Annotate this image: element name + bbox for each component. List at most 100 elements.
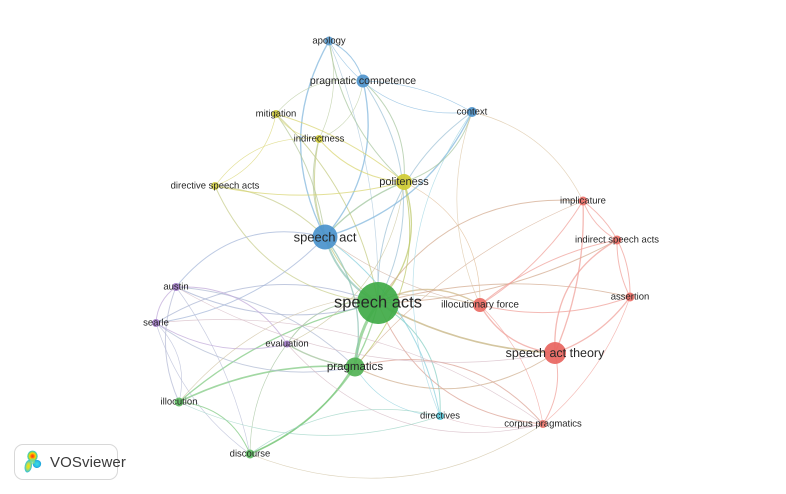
network-link	[439, 415, 544, 428]
network-link	[155, 236, 326, 324]
network-link	[155, 322, 288, 350]
network-link	[362, 80, 405, 183]
network-link	[178, 401, 441, 436]
network-link	[616, 239, 631, 298]
node-circle-illocution[interactable]	[174, 397, 184, 407]
node-label-speech-act-theory: speech act theory	[505, 346, 605, 360]
network-link	[275, 113, 326, 238]
node-circle-discourse[interactable]	[245, 449, 255, 459]
network-link	[354, 359, 544, 425]
network-link	[175, 286, 556, 363]
node-label-indirectness: indirectness	[293, 133, 345, 145]
node-label-politeness: politeness	[379, 176, 429, 188]
network-link	[328, 40, 405, 183]
network-link	[249, 366, 356, 455]
network-link	[324, 236, 441, 417]
network-link	[286, 181, 405, 345]
node-label-pragmatics: pragmatics	[326, 361, 384, 373]
network-link	[377, 302, 556, 354]
node-label-searle: searle	[143, 317, 169, 329]
network-link	[403, 181, 481, 306]
network-link	[554, 239, 618, 354]
network-link	[471, 111, 584, 202]
network-link	[214, 181, 405, 196]
node-circle-austin[interactable]	[172, 283, 180, 291]
links-group	[155, 40, 631, 479]
network-link	[362, 80, 473, 113]
node-circle-context[interactable]	[467, 107, 477, 117]
node-label-indirect-speech-acts: indirect speech acts	[575, 234, 659, 246]
network-link	[249, 343, 288, 455]
network-link	[275, 113, 405, 183]
network-link	[178, 365, 356, 403]
node-circle-implicature[interactable]	[578, 196, 588, 206]
network-link	[554, 200, 584, 354]
node-circle-mitigation[interactable]	[272, 110, 280, 118]
node-label-implicature: implicature	[560, 195, 606, 207]
network-link	[479, 304, 544, 425]
network-link	[214, 185, 326, 238]
network-link	[275, 79, 364, 115]
network-link	[479, 200, 584, 306]
node-circle-pragmatic-competence[interactable]	[356, 74, 370, 88]
node-circle-indirectness[interactable]	[315, 135, 323, 143]
network-link	[456, 111, 481, 306]
node-label-illocutionary-force: illocutionary force	[441, 299, 519, 311]
network-link	[164, 286, 180, 403]
node-circle-indirect-speech-acts[interactable]	[612, 235, 622, 245]
node-circle-directive-speech-acts[interactable]	[211, 182, 219, 190]
node-label-assertion: assertion	[610, 291, 650, 303]
network-link	[324, 236, 360, 368]
network-link	[155, 322, 356, 373]
node-circle-illocutionary-force[interactable]	[473, 298, 487, 312]
network-link	[479, 239, 618, 306]
node-label-mitigation: mitigation	[255, 108, 297, 120]
node-label-speech-acts: speech acts	[333, 293, 423, 312]
node-circle-directives[interactable]	[436, 412, 444, 420]
network-link	[412, 111, 473, 417]
node-circle-apology[interactable]	[324, 36, 334, 46]
node-circle-pragmatics[interactable]	[345, 357, 365, 377]
network-link	[324, 111, 473, 238]
network-link	[175, 286, 288, 345]
network-link	[175, 286, 379, 316]
network-link	[155, 322, 182, 403]
vosviewer-logo-label: VOSviewer	[50, 453, 126, 471]
node-circle-speech-acts[interactable]	[357, 282, 399, 324]
network-link	[354, 200, 584, 368]
node-circle-assertion[interactable]	[625, 292, 635, 302]
network-link	[214, 113, 277, 187]
network-link	[324, 80, 369, 238]
network-link	[249, 409, 441, 455]
node-label-evaluation: evaluation	[265, 338, 309, 350]
node-label-illocution: illocution	[160, 396, 198, 408]
network-link	[155, 322, 251, 455]
network-link	[286, 343, 544, 433]
network-link	[328, 40, 473, 114]
network-link	[275, 113, 379, 304]
density-map-icon	[24, 450, 42, 473]
node-label-directive-speech-acts: directive speech acts	[170, 180, 260, 192]
network-link	[479, 296, 631, 314]
network-link	[542, 296, 631, 425]
network-link	[178, 294, 481, 403]
network-link	[155, 319, 544, 425]
node-label-context: context	[456, 106, 488, 118]
node-circle-evaluation[interactable]	[283, 340, 291, 348]
node-label-speech-act: speech act	[293, 229, 357, 245]
network-link	[214, 138, 320, 187]
network-link	[377, 239, 618, 304]
node-circle-speech-act[interactable]	[312, 224, 338, 250]
network-link	[178, 401, 251, 455]
node-circle-politeness[interactable]	[396, 174, 412, 190]
network-link	[328, 40, 379, 304]
node-circle-corpus-pragmatics[interactable]	[539, 420, 547, 428]
node-circle-searle[interactable]	[152, 319, 160, 327]
network-link	[354, 352, 556, 390]
node-circle-speech-act-theory[interactable]	[544, 342, 566, 364]
network-link	[175, 286, 251, 455]
vosviewer-logo[interactable]: VOSviewer	[14, 444, 126, 480]
